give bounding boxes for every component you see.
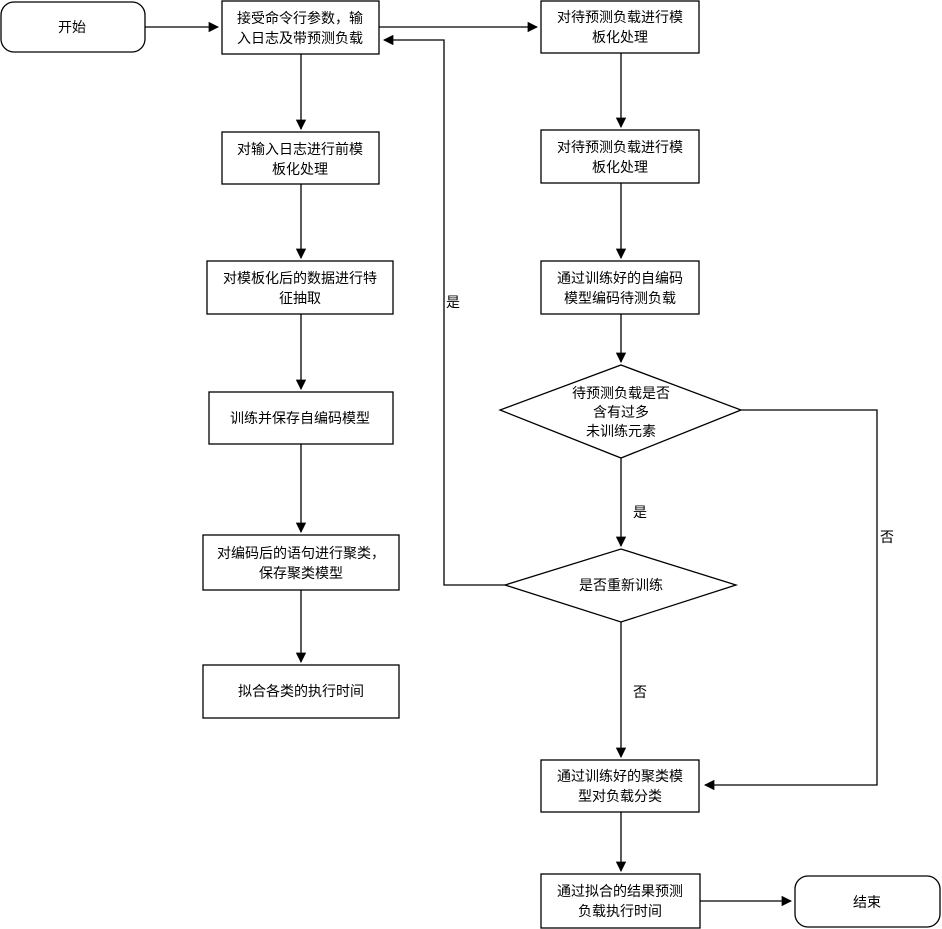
recv-params-line-1: 接受命令行参数，输 — [237, 10, 363, 27]
recv-params-node: 接受命令行参数，输 入日志及带预测负载 — [221, 0, 380, 55]
edge-label-retrain-no: 否 — [633, 685, 647, 701]
template-load-1-node: 对待预测负载进行模 板化处理 — [540, 0, 700, 54]
pre-template-node: 对输入日志进行前模 板化处理 — [221, 131, 380, 185]
fit-exec-time-node: 拟合各类的执行时间 — [202, 664, 400, 719]
edge-label-retrain-yes: 是 — [446, 295, 460, 311]
classify-load-node: 通过训练好的聚类模 型对负载分类 — [540, 759, 700, 813]
edges — [145, 21, 878, 907]
classify-load-line-1: 通过训练好的聚类模 — [557, 769, 683, 785]
template-load-2-line-2: 板化处理 — [592, 160, 648, 176]
feature-extract-line-2: 征抽取 — [279, 291, 321, 307]
encode-load-node: 通过训练好的自编码 模型编码待测负载 — [540, 260, 700, 315]
edge-decision1-no-to-classify — [703, 409, 878, 791]
encode-load-line-1: 通过训练好的自编码 — [557, 271, 683, 287]
pre-template-line-1: 对输入日志进行前模 — [237, 141, 363, 158]
feature-extract-node: 对模板化后的数据进行特 征抽取 — [206, 260, 394, 315]
end-label: 结束 — [853, 895, 881, 911]
train-save-ae-label: 训练并保存自编码模型 — [230, 411, 370, 427]
cluster-save-line-2: 保存聚类模型 — [259, 566, 343, 582]
predict-time-node: 通过拟合的结果预测 负载执行时间 — [540, 873, 701, 929]
predict-time-line-2: 负载执行时间 — [578, 904, 662, 920]
cluster-save-line-1: 对编码后的语句进行聚类， — [217, 546, 385, 562]
feature-extract-line-1: 对模板化后的数据进行特 — [223, 271, 377, 287]
decision-untrained-line-3: 未训练元素 — [586, 424, 656, 440]
decision-retrain-label: 是否重新训练 — [579, 578, 663, 594]
decision-untrained-node: 待预测负载是否 含有过多 未训练元素 — [498, 364, 743, 459]
start-node: 开始 — [0, 1, 146, 53]
edge-decision2-yes-to-recv — [382, 34, 505, 586]
train-save-ae-node: 训练并保存自编码模型 — [208, 391, 394, 445]
template-load-1-line-1: 对待预测负载进行模 — [557, 10, 683, 26]
fit-exec-time-label: 拟合各类的执行时间 — [238, 684, 364, 700]
decision-retrain-node: 是否重新训练 — [502, 548, 739, 623]
template-load-1-line-2: 板化处理 — [592, 30, 648, 46]
cluster-save-node: 对编码后的语句进行聚类， 保存聚类模型 — [202, 534, 400, 591]
encode-load-line-2: 模型编码待测负载 — [564, 291, 676, 307]
edge-label-untrained-yes: 是 — [633, 505, 647, 521]
edge-label-untrained-no: 否 — [880, 530, 894, 546]
template-load-2-line-1: 对待预测负载进行模 — [557, 140, 683, 156]
recv-params-line-2: 入日志及带预测负载 — [237, 31, 363, 47]
predict-time-line-1: 通过拟合的结果预测 — [557, 884, 683, 900]
end-node: 结束 — [794, 875, 941, 928]
template-load-2-node: 对待预测负载进行模 板化处理 — [540, 129, 700, 184]
classify-load-line-2: 型对负载分类 — [578, 789, 662, 805]
start-label: 开始 — [58, 20, 86, 36]
pre-template-line-2: 板化处理 — [272, 162, 328, 178]
decision-untrained-line-1: 待预测负载是否 — [572, 386, 670, 402]
decision-untrained-line-2: 含有过多 — [593, 404, 649, 421]
